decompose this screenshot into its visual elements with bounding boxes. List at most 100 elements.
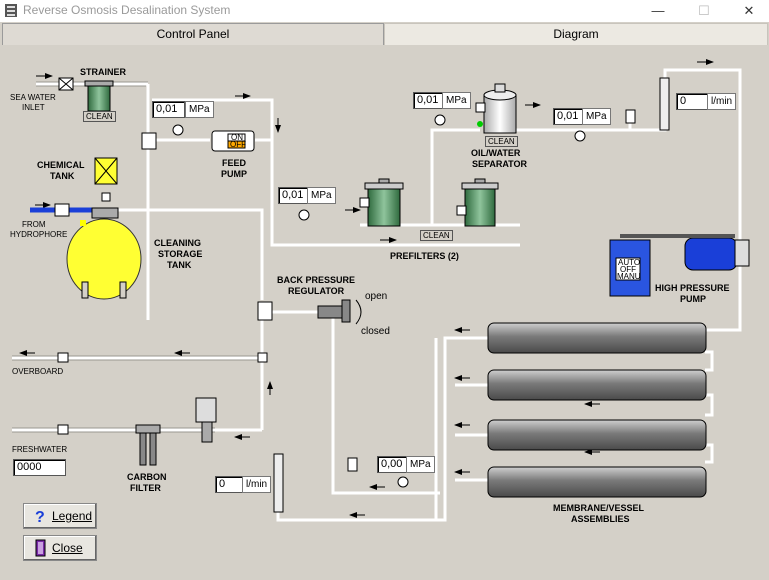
hp-inlet-pressure-unit: MPa [582, 108, 611, 125]
tab-diagram[interactable]: Diagram [384, 23, 768, 45]
separator-clean-button[interactable]: CLEAN [485, 136, 518, 147]
bpr-open[interactable]: open [365, 291, 387, 302]
close-label: Close [52, 541, 83, 555]
three-way-valve-icon[interactable] [141, 132, 157, 150]
separator-pressure-unit: MPa [442, 92, 471, 109]
freshwater-valve-icon[interactable] [57, 424, 69, 435]
cleaning-storage-tank [66, 207, 142, 300]
minimize-button[interactable]: — [651, 3, 665, 18]
feed-pressure-unit: MPa [185, 101, 214, 118]
pressure-switch-icon [625, 109, 636, 124]
chemical-valve-icon[interactable] [101, 192, 111, 202]
reject-gauge-icon [397, 476, 409, 488]
prefilter-pressure-readout: 0,01 [278, 187, 309, 204]
cleaning-tank-label-3: TANK [167, 260, 192, 270]
membrane-label-2: ASSEMBLIES [571, 514, 630, 524]
hydrophore-label-2: HYDROPHORE [10, 230, 67, 239]
process-diagram: STRAINER SEA WATER INLET CHEMICAL TANK F… [10, 59, 750, 524]
prefilters-label: PREFILTERS (2) [390, 251, 459, 261]
hp-flowmeter-icon [659, 77, 670, 131]
hp-auto[interactable]: AUTO [618, 258, 640, 267]
strainer-clean-button[interactable]: CLEAN [83, 111, 116, 122]
separator-pressure-readout: 0,01 [413, 92, 444, 109]
pipe-outlines [12, 81, 262, 433]
hp-pump-label-1: HIGH PRESSURE [655, 283, 730, 293]
tab-control-panel[interactable]: Control Panel [2, 23, 384, 45]
prefilter-1 [364, 178, 404, 227]
diagram-panel: STRAINER SEA WATER INLET CHEMICAL TANK F… [0, 45, 769, 575]
strainer-label: STRAINER [80, 67, 127, 77]
chemical-tank-label-2: TANK [50, 171, 75, 181]
bpr-closed[interactable]: closed [361, 326, 390, 337]
carbon-filter [135, 424, 161, 466]
separator-label-2: SEPARATOR [472, 159, 528, 169]
separator-gauge-icon [434, 114, 446, 126]
membrane-3 [487, 419, 707, 451]
overboard-label: OVERBOARD [12, 367, 63, 376]
freshwater-label: FRESHWATER [12, 445, 67, 454]
hp-manu[interactable]: MANU [617, 272, 641, 281]
product-flow-readout: 0 [215, 476, 244, 493]
bpr-label-2: REGULATOR [288, 286, 345, 296]
window-title: Reverse Osmosis Desalination System [23, 3, 231, 17]
prefilter-valve-2-icon[interactable] [456, 205, 467, 216]
prefilter-2 [461, 178, 499, 227]
prefilter-pressure-unit: MPa [307, 187, 336, 204]
help-icon: ? [35, 509, 45, 525]
flow-arrows [19, 59, 714, 518]
pressure-gauge-icon [172, 124, 184, 136]
bpr-valve-icon[interactable] [257, 301, 273, 321]
membrane-2 [487, 369, 707, 401]
separator-valve-icon[interactable] [475, 102, 486, 113]
carbon-filter-label-1: CARBON [127, 472, 167, 482]
prefilter-clean-button[interactable]: CLEAN [420, 230, 453, 241]
strainer [84, 80, 114, 112]
back-pressure-regulator [317, 299, 362, 325]
close-button[interactable]: Close [23, 535, 97, 561]
oil-water-separator [483, 83, 517, 134]
close-window-button[interactable]: ✕ [743, 3, 755, 18]
exit-door-icon [35, 539, 46, 557]
reject-switch-icon [347, 457, 358, 472]
hp-off[interactable]: OFF [620, 265, 636, 274]
cleaning-tank-label-2: STORAGE [158, 249, 202, 259]
reject-pressure-readout: 0,00 [377, 456, 408, 473]
freshwater-total-readout: 0000 [13, 459, 66, 476]
high-pressure-pump [609, 234, 750, 297]
hp-inlet-pressure-readout: 0,01 [553, 108, 584, 125]
prefilter-valve-1-icon[interactable] [359, 197, 370, 208]
title-bar: Reverse Osmosis Desalination System — ☐ … [0, 0, 769, 22]
hp-pump-label-2: PUMP [680, 294, 706, 304]
carbon-filter-label-2: FILTER [130, 483, 161, 493]
feed-pump-on[interactable]: ON [231, 133, 243, 142]
app-icon [5, 4, 17, 17]
prefilter-gauge-icon [298, 209, 310, 221]
separator-label-1: OIL/WATER [471, 148, 521, 158]
hydrophore-valve-icon[interactable] [54, 203, 70, 217]
bpr-label-1: BACK PRESSURE [277, 275, 355, 285]
chemical-tank [94, 157, 118, 185]
feed-pump-label-1: FEED [222, 158, 247, 168]
feed-pump-off[interactable]: OFF [230, 140, 246, 149]
hp-gauge-icon [574, 130, 586, 142]
membrane-label-1: MEMBRANE/VESSEL [553, 503, 645, 513]
reject-pressure-unit: MPa [406, 456, 435, 473]
overboard-valve-icon[interactable] [57, 352, 69, 363]
sea-water-label-1: SEA WATER [10, 93, 56, 102]
feed-pump [211, 130, 255, 152]
product-flow-unit: l/min [242, 476, 272, 493]
overboard-tee-icon [257, 352, 268, 363]
hydrophore-label-1: FROM [22, 220, 46, 229]
membrane-4 [487, 466, 707, 498]
feed-pressure-readout: 0,01 [152, 101, 185, 118]
feed-pump-label-2: PUMP [221, 169, 247, 179]
hp-flow-readout: 0 [676, 93, 709, 110]
tab-bar: Control Panel Diagram [0, 23, 769, 45]
chemical-tank-label-1: CHEMICAL [37, 160, 85, 170]
product-solenoid-icon [195, 397, 217, 423]
hp-flow-unit: l/min [707, 93, 737, 110]
maximize-button[interactable]: ☐ [698, 3, 710, 18]
legend-button[interactable]: ? Legend [23, 503, 97, 529]
svg-text:?: ? [35, 509, 45, 525]
